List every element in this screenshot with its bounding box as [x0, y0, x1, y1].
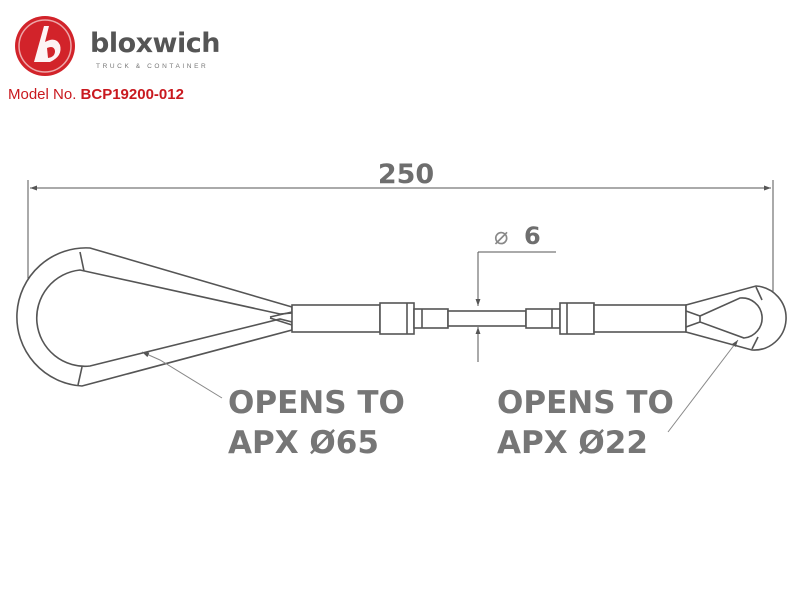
- left-thimble-eye: [16, 247, 293, 387]
- left-collar: [413, 308, 449, 329]
- wire-body: [291, 302, 687, 335]
- left-eye-note-line2: APX Ø65: [228, 425, 379, 461]
- right-eye-taper-bottom: [685, 321, 701, 328]
- right-eye-leader: [667, 339, 739, 433]
- model-value: BCP19200-012: [80, 86, 184, 103]
- left-eye-note-line1: OPENS TO: [228, 385, 405, 421]
- right-eye-seam-bottom: [751, 336, 759, 350]
- left-eye: [16, 247, 293, 387]
- brand-name: bloxwich: [90, 28, 220, 59]
- right-sleeve: [559, 302, 595, 335]
- model-number: Model No. BCP19200-012: [8, 86, 184, 103]
- right-thimble-eye: [685, 285, 787, 351]
- left-ferrule: [291, 304, 381, 333]
- brand-logo: bloxwich TRUCK & CONTAINER: [10, 12, 220, 80]
- bloxwich-badge-icon: [15, 16, 75, 76]
- left-eye-taper-bottom: [269, 317, 293, 326]
- center-wire: [447, 310, 527, 327]
- left-sleeve: [379, 302, 415, 335]
- right-eye-note-line2: APX Ø22: [497, 425, 648, 461]
- left-eye-taper-top: [269, 311, 293, 318]
- diameter-symbol: ⌀: [494, 222, 508, 250]
- model-label: Model No.: [8, 86, 77, 103]
- right-eye-note-line1: OPENS TO: [497, 385, 674, 421]
- right-eye-seam-top: [755, 286, 763, 301]
- right-ferrule: [593, 304, 687, 333]
- left-eye-seam-bottom: [77, 366, 83, 386]
- right-collar: [525, 308, 561, 329]
- brand-tagline: TRUCK & CONTAINER: [96, 63, 209, 70]
- left-eye-leader: [141, 351, 223, 399]
- wire-diameter-label: 6: [524, 222, 541, 250]
- right-eye: [685, 285, 787, 351]
- wire-diameter-dimension: [475, 251, 556, 362]
- left-eye-seam-top: [79, 251, 85, 272]
- overall-length-label: 250: [378, 159, 434, 190]
- eye-note-leaders: [141, 339, 739, 433]
- right-eye-taper-top: [685, 310, 701, 317]
